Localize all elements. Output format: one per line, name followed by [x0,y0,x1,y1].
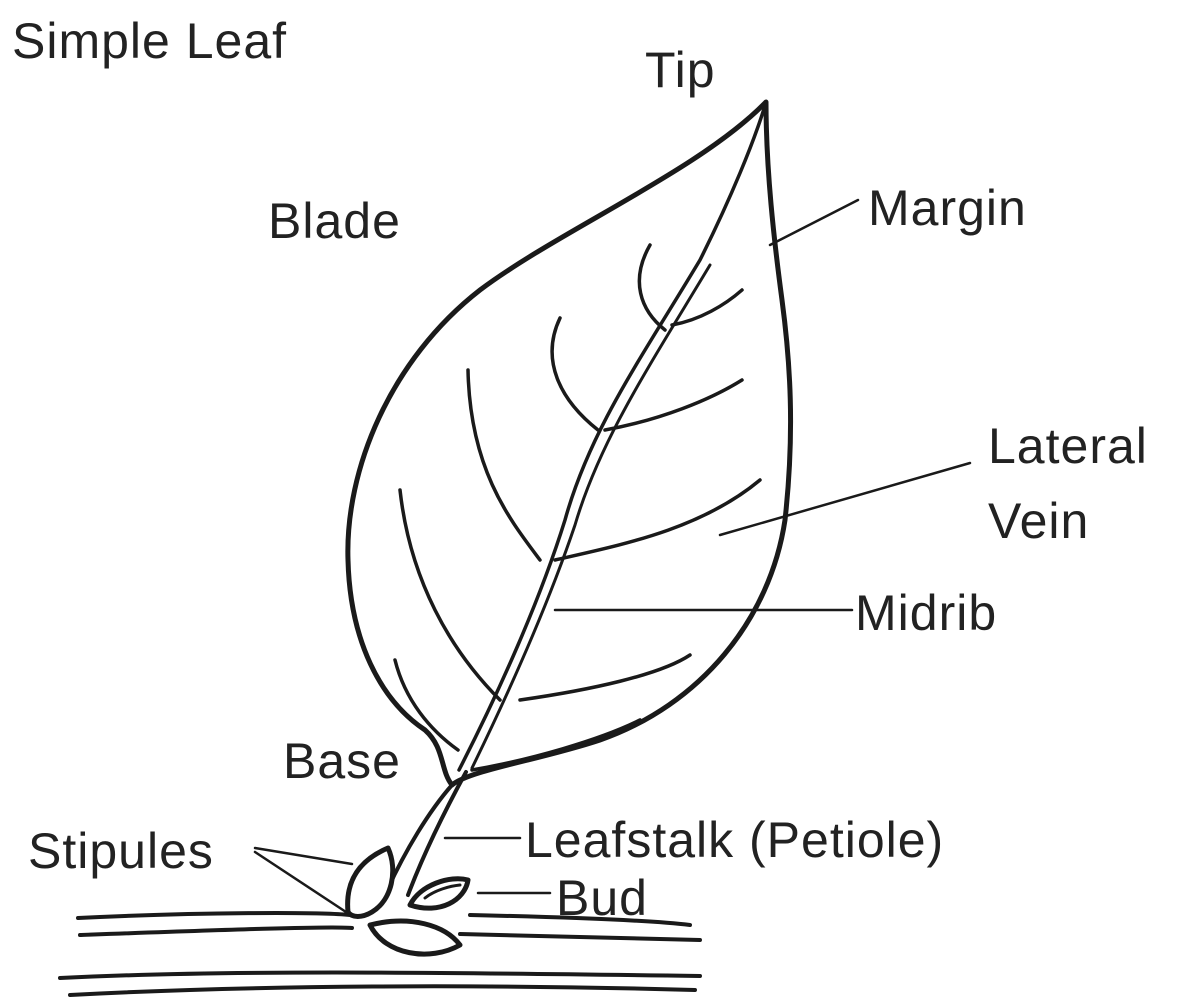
label-midrib: Midrib [855,585,997,641]
label-base: Base [283,733,401,789]
label-blade: Blade [268,193,401,249]
label-bud: Bud [556,870,648,926]
label-margin: Margin [868,180,1027,236]
bud [410,879,468,908]
label-lateral-vein-line1: Lateral [988,418,1148,474]
diagram-title: Simple Leaf [12,13,287,69]
leaf-blade-outline [348,102,791,785]
label-leafstalk: Leafstalk (Petiole) [525,812,944,868]
label-tip: Tip [645,42,716,98]
label-lateral-vein-line2: Vein [988,493,1089,549]
label-stipules: Stipules [28,823,214,879]
